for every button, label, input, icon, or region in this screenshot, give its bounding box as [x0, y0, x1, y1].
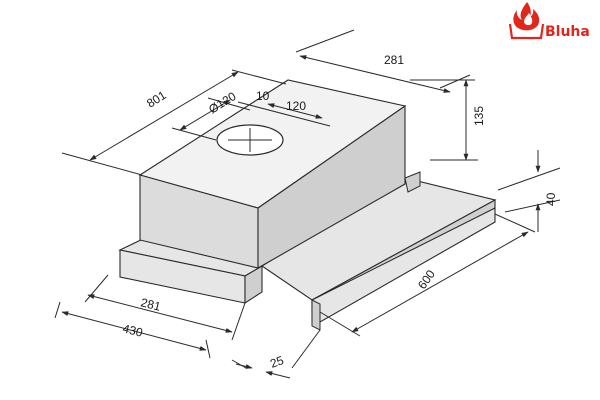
dim-depth-top: 801 — [144, 88, 169, 111]
flame-tray-icon — [508, 2, 545, 40]
dim-slide-width: 600 — [415, 267, 438, 292]
front-panel-end — [311, 299, 321, 331]
dim-body-height: 135 — [472, 106, 486, 126]
dim-panel-thickness: 25 — [268, 353, 286, 371]
dim-body-width-bottom: 281 — [139, 295, 162, 314]
base-tray-side — [244, 265, 263, 305]
slide-tray-lip — [404, 171, 421, 193]
dim-duct-to-side: 120 — [286, 99, 306, 113]
dim-body-width-top: 281 — [384, 53, 404, 67]
hood-body-side — [257, 104, 406, 269]
brand-name: Bluha — [545, 24, 590, 40]
dim-front-panel-height: 40 — [544, 192, 558, 206]
dim-duct-offset: 10 — [256, 89, 270, 103]
brand-logo: Bluha — [508, 2, 590, 40]
hood-drawing — [118, 79, 497, 331]
dimension-lines — [54, 29, 561, 379]
dim-overall-depth: 430 — [121, 321, 144, 340]
dim-duct-diameter: Ø120 — [206, 89, 239, 117]
